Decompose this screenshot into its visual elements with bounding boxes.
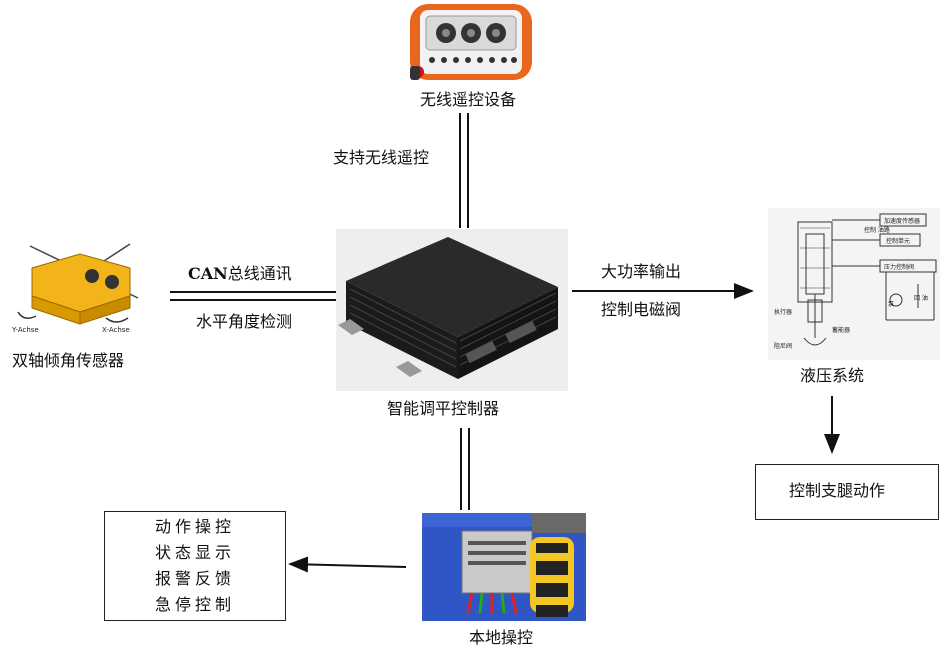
schematic-label-accumulator: 蓄能器 (832, 326, 850, 334)
sensor-edge-label-top: CAN总线通讯 (188, 266, 292, 282)
function-item-estop: 急停控制 (154, 595, 235, 614)
controller-label: 智能调平控制器 (387, 399, 500, 418)
sensor-edge-label-bottom: 水平角度检测 (196, 312, 293, 331)
schematic-label-pump: 泵 (888, 301, 894, 308)
local-control-image (422, 513, 586, 621)
hydraulic-edge-label-bottom: 控制电磁阀 (601, 300, 682, 319)
remote-edge-label: 支持无线遥控 (333, 148, 430, 167)
hydraulic-edge-label-top: 大功率输出 (601, 262, 682, 281)
schematic-label-control-unit: 控制单元 (886, 237, 910, 245)
outrigger-label: 控制支腿动作 (789, 481, 886, 500)
can-bus-text: CAN (188, 264, 228, 283)
controller-image (336, 229, 568, 391)
tilt-sensor-image: Y-Achse X-Achse (11, 243, 139, 334)
outrigger-box: 控制支腿动作 (755, 464, 939, 520)
functions-box: 动作操控 状态显示 报警反馈 急停控制 (104, 511, 286, 621)
sensor-label: 双轴倾角传感器 (12, 351, 125, 370)
function-item-status: 状态显示 (154, 543, 235, 562)
schematic-label-control-oil: 控制 油路 (864, 226, 890, 234)
remote-label: 无线遥控设备 (420, 90, 517, 109)
schematic-label-actuator: 执行器 (774, 308, 792, 316)
local-label: 本地操控 (469, 628, 534, 647)
function-item-action: 动作操控 (154, 517, 235, 536)
functions-arrow (288, 556, 407, 573)
schematic-label-damper: 阻尼阀 (774, 342, 792, 350)
function-item-alarm: 报警反馈 (154, 569, 235, 588)
sensor-x-axis-label: X-Achse (102, 326, 130, 334)
bus-comm-text: 总线通讯 (227, 264, 292, 283)
remote-control-image (410, 4, 532, 80)
schematic-label-pressure-valve: 压力控制阀 (884, 263, 914, 271)
sensor-y-axis-label: Y-Achse (11, 326, 39, 334)
schematic-label-return: 回 油 (914, 294, 928, 302)
schematic-label-accel-sensor: 加速度传感器 (884, 217, 920, 225)
hydraulic-schematic-image: 加速度传感器 控制单元 压力控制阀 执行器 蓄能器 阻尼阀 泵 回 油 控制 油… (768, 208, 940, 360)
hydraulic-label: 液压系统 (800, 366, 865, 385)
